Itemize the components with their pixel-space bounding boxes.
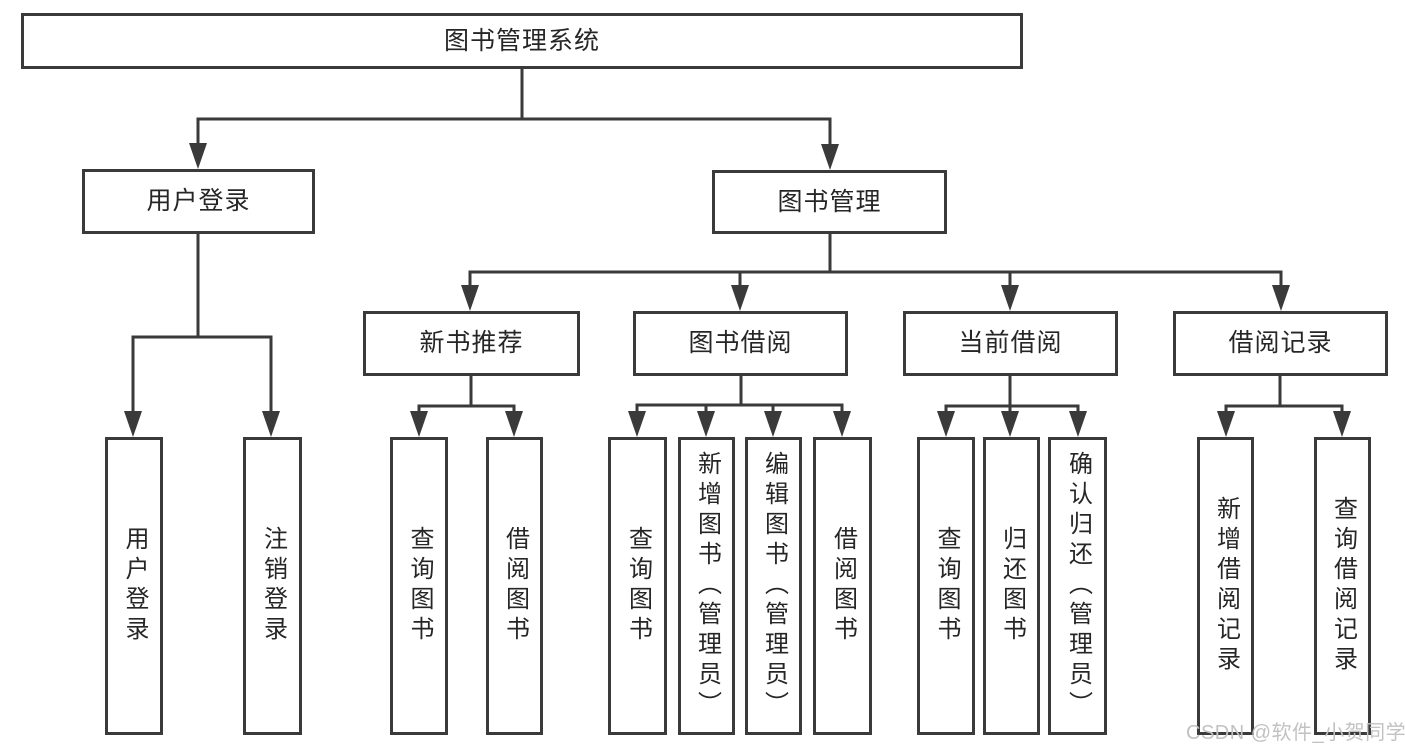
connector-records-children: [1217, 374, 1351, 437]
leaf-logout: 注销登录: [243, 437, 302, 735]
node-user-login-label: 用户登录: [146, 187, 251, 215]
connector-recommend-children: [410, 374, 523, 437]
node-book-management-label: 图书管理: [777, 187, 882, 216]
node-book-borrowing-label: 图书借阅: [688, 329, 793, 357]
leaf-user-login: 用户登录: [105, 437, 163, 735]
leaf-query-borrow-record: 查询借阅记录: [1314, 437, 1371, 735]
leaf-query-books-current: 查询图书: [917, 437, 975, 735]
connector-root-to-level2: [189, 67, 839, 170]
node-borrow-records: 借阅记录: [1173, 311, 1388, 376]
node-library-system: 图书管理系统: [21, 13, 1023, 69]
connector-manage-to-level3: [461, 232, 1290, 311]
node-library-system-label: 图书管理系统: [443, 26, 600, 55]
node-user-login: 用户登录: [82, 169, 315, 234]
csdn-watermark: CSDN @软件_小贺同学: [1186, 722, 1405, 744]
leaf-add-borrow-record: 新增借阅记录: [1197, 437, 1254, 735]
node-book-management: 图书管理: [712, 170, 947, 234]
leaf-borrow-books-recommend: 借阅图书: [486, 437, 543, 735]
leaf-query-books-recommend: 查询图书: [390, 437, 448, 735]
node-current-borrowing-label: 当前借阅: [958, 329, 1063, 357]
connector-current-children: [937, 374, 1087, 437]
node-borrow-records-label: 借阅记录: [1228, 329, 1333, 357]
leaf-edit-book-admin: 编辑图书（管理员）: [745, 437, 802, 735]
node-new-book-recommend-label: 新书推荐: [419, 329, 524, 357]
leaf-query-books-borrow: 查询图书: [608, 437, 667, 735]
leaf-borrow-books-borrow: 借阅图书: [813, 437, 872, 735]
connector-borrow-children: [628, 374, 851, 437]
node-current-borrowing: 当前借阅: [903, 311, 1118, 376]
leaf-confirm-return-admin: 确认归还（管理员）: [1048, 437, 1107, 735]
leaf-return-book: 归还图书: [983, 437, 1040, 735]
node-book-borrowing: 图书借阅: [633, 311, 848, 376]
connector-login-children: [124, 232, 280, 437]
leaf-add-book-admin: 新增图书（管理员）: [678, 437, 735, 735]
node-new-book-recommend: 新书推荐: [363, 311, 580, 376]
